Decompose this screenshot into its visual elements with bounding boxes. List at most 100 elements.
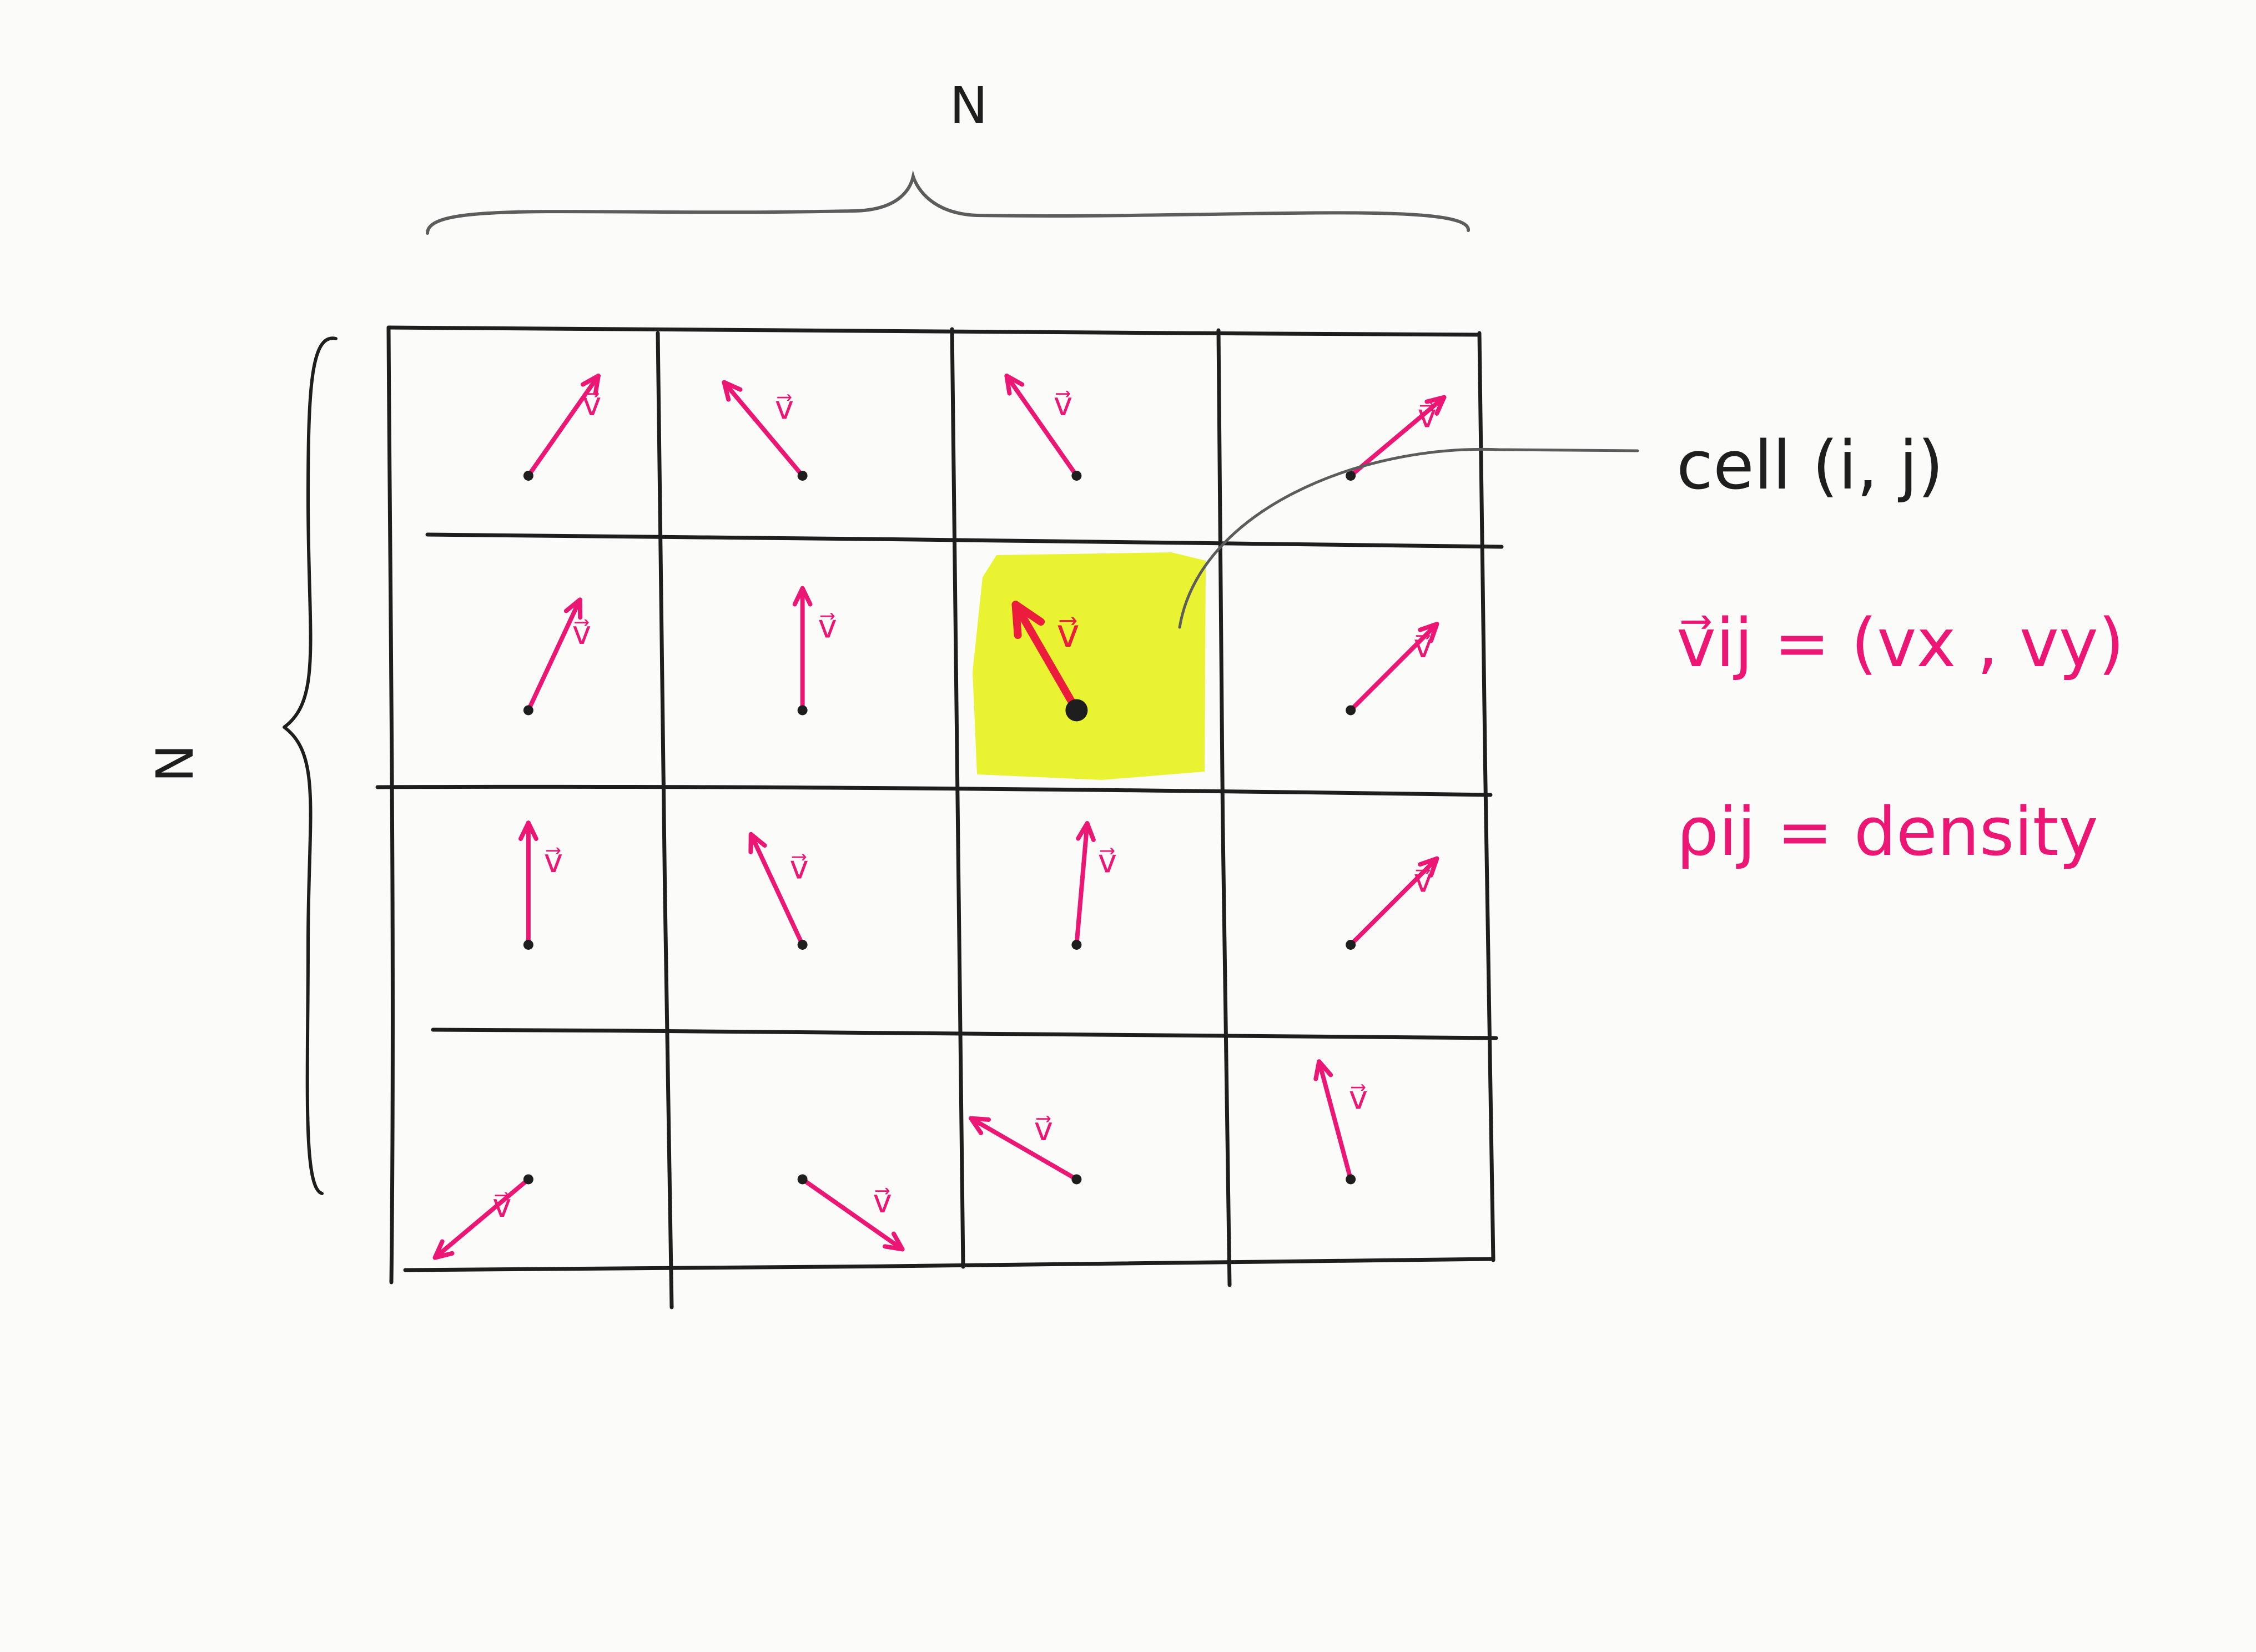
vector-label: v⃗	[873, 1182, 892, 1220]
grid	[375, 325, 1504, 1309]
vector-shaft	[722, 380, 805, 478]
grid-line-v3	[1216, 328, 1232, 1287]
vector-arrowhead	[432, 1239, 455, 1260]
vector-label: v⃗	[1056, 611, 1079, 656]
vector-label: v⃗	[1413, 627, 1432, 665]
top-brace	[426, 170, 1471, 235]
cell-center-dot	[523, 1174, 533, 1185]
grid-line-v4	[1477, 331, 1495, 1262]
velocity-vector: v⃗	[523, 373, 601, 481]
highlighted-cell	[973, 552, 1206, 780]
vector-arrowhead	[969, 1116, 991, 1136]
grid-line-v0	[386, 325, 395, 1285]
cell-center-dot	[1071, 470, 1082, 481]
grid-line-h0	[386, 325, 1482, 337]
vector-shaft	[526, 597, 582, 713]
cell-center-dot	[523, 939, 533, 950]
vector-label: v⃗	[544, 842, 563, 880]
cell-center-dot	[797, 470, 808, 481]
vector-arrowhead	[792, 586, 813, 607]
velocity-vector: v⃗	[432, 1174, 533, 1260]
grid-line-h4	[403, 1257, 1495, 1272]
highlighted-velocity-vector: v⃗	[1011, 601, 1088, 722]
cell-center-dot	[1346, 705, 1356, 716]
vector-arrowhead	[1418, 622, 1439, 643]
density-definition: ρij = density	[1676, 794, 2098, 871]
vector-label: v⃗	[775, 389, 794, 426]
velocity-vector: v⃗	[1346, 856, 1439, 950]
vector-label: v⃗	[818, 608, 837, 646]
cell-center-dot	[797, 939, 808, 950]
velocity-vector: v⃗	[523, 597, 591, 716]
vector-label: v⃗	[572, 614, 591, 652]
cell-center-dot	[1071, 939, 1082, 950]
grid-line-v1	[656, 331, 674, 1309]
grid-line-h3	[431, 1028, 1498, 1040]
cell-center-dot	[1346, 470, 1356, 481]
vector-label: v⃗	[1034, 1110, 1053, 1148]
cell-center-dot	[523, 705, 533, 716]
vector-arrowhead	[1011, 601, 1045, 639]
cell-center-dot	[1346, 939, 1356, 950]
grid-line-h2	[375, 784, 1493, 797]
vector-arrowhead	[1424, 395, 1447, 416]
grid-line-h1	[425, 532, 1504, 549]
cell-leader-line	[1178, 447, 1639, 629]
vector-shaft	[1348, 856, 1439, 947]
vector-arrowhead	[748, 832, 767, 854]
vector-arrowhead	[883, 1231, 905, 1252]
velocity-vector: v⃗	[1071, 821, 1117, 950]
vector-shaft	[1348, 622, 1439, 713]
vector-shaft	[1074, 821, 1090, 947]
vector-arrowhead	[1076, 821, 1096, 843]
vector-shaft	[1348, 395, 1447, 478]
cell-center-dot	[523, 470, 533, 481]
vector-label: v⃗	[1349, 1079, 1368, 1117]
vector-shaft	[1011, 601, 1081, 714]
vector-shaft	[800, 1177, 905, 1252]
velocity-vector: v⃗	[792, 586, 837, 716]
vector-label: v⃗	[1418, 397, 1437, 435]
cell-label: cell (i, j)	[1676, 427, 1943, 505]
velocity-vector: v⃗	[797, 1174, 905, 1252]
vector-label: v⃗	[582, 385, 601, 423]
velocity-vector: v⃗	[1346, 622, 1439, 716]
velocity-vector: v⃗	[1004, 373, 1082, 481]
vector-shaft	[526, 373, 601, 478]
vector-arrowhead	[580, 373, 601, 396]
cell-center-dot	[1346, 1174, 1356, 1185]
velocity-vector: v⃗	[722, 380, 808, 481]
vector-arrowhead	[563, 597, 583, 620]
vector-arrowhead	[1418, 856, 1439, 878]
vector-shaft	[432, 1177, 531, 1260]
vector-label: v⃗	[492, 1187, 511, 1225]
vector-label: v⃗	[789, 848, 808, 886]
velocity-vector: v⃗	[1346, 395, 1447, 481]
velocity-definition: v⃗ij = (vx , vy)	[1676, 605, 2124, 682]
velocity-vectors: v⃗ v⃗ v⃗ v⃗ v⃗ v⃗ v⃗ v⃗ v⃗ v⃗ v⃗ v⃗ v⃗ v⃗ v⃗ v⃗	[432, 373, 1447, 1260]
vector-label: v⃗	[1413, 862, 1432, 900]
vector-label: v⃗	[1054, 385, 1072, 423]
vector-arrowhead	[1313, 1059, 1333, 1081]
vector-label: v⃗	[1098, 843, 1117, 880]
velocity-vector: v⃗	[1313, 1059, 1368, 1185]
top-dimension-label: N	[950, 76, 988, 135]
vector-arrowhead	[722, 380, 743, 402]
vector-shaft	[1317, 1059, 1353, 1182]
vector-shaft	[748, 832, 805, 947]
cell-center-dot	[797, 1174, 808, 1185]
velocity-vector: v⃗	[748, 832, 809, 950]
velocity-vector: v⃗	[518, 820, 563, 950]
vector-shaft	[969, 1116, 1079, 1182]
cell-center-dot	[1071, 1174, 1082, 1185]
velocity-vector: v⃗	[969, 1110, 1082, 1185]
cell-center-dot	[1065, 699, 1088, 722]
left-dimension-label: N	[143, 744, 203, 783]
vector-shaft	[1004, 373, 1079, 478]
left-brace	[283, 336, 338, 1195]
vector-arrowhead	[518, 820, 538, 842]
vector-arrowhead	[1004, 373, 1025, 396]
cell-center-dot	[797, 705, 808, 716]
grid-line-v2	[950, 327, 965, 1269]
